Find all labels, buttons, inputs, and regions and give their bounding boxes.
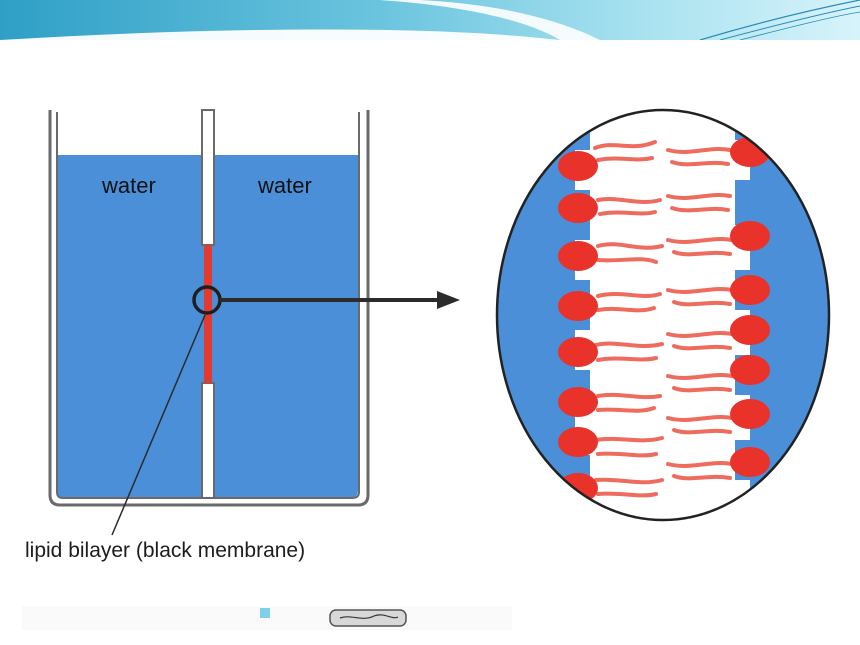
partition-upper	[201, 109, 215, 246]
header-banner	[0, 0, 860, 40]
water-label-right: water	[258, 173, 312, 198]
scrollbar-decor	[260, 608, 407, 627]
water-right	[211, 155, 358, 498]
leader-line	[111, 314, 206, 536]
membrane-caption: lipid bilayer (black membrane)	[25, 539, 306, 562]
bottom-strip	[22, 606, 512, 630]
water-label-left: water	[102, 173, 156, 198]
tank-outline	[48, 110, 370, 507]
partition-lower	[201, 382, 215, 499]
water-left	[57, 155, 205, 498]
